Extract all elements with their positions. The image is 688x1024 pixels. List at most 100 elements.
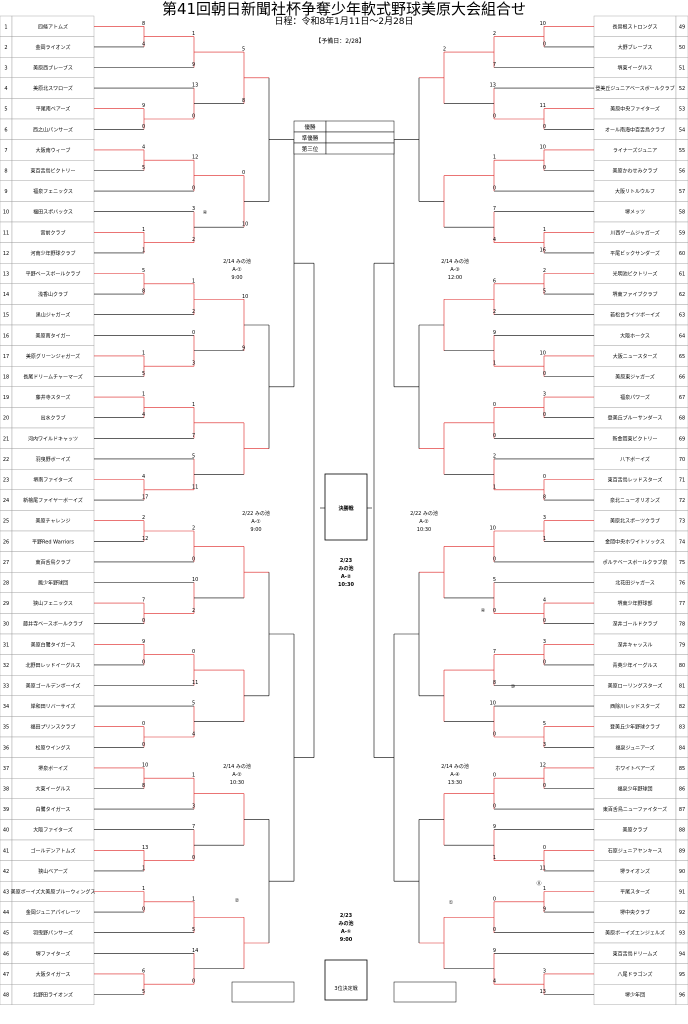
score: 0 [493, 896, 496, 902]
score: 10 [540, 144, 546, 150]
score: 1 [192, 773, 195, 779]
team-name: 岸和田リバーサイズ [31, 703, 76, 710]
team-name: 福田プリンスクラブ [31, 724, 76, 731]
team-number: 67 [679, 395, 685, 401]
team-name: 八下ボーイズ [620, 456, 650, 463]
score: 11 [192, 484, 198, 490]
rank-value-cell [325, 120, 395, 133]
team-number: 44 [3, 910, 9, 916]
team-number: 65 [679, 354, 685, 360]
score: 12 [192, 155, 198, 161]
team-name: 美原ゴールデンボーイズ [26, 683, 81, 690]
team-name: 美原南タイガー [35, 332, 70, 339]
team-name: 泉北ニューオリオンズ [610, 497, 660, 504]
team-number: 18 [3, 375, 9, 381]
team-name: 浅香山クラブ [38, 291, 68, 298]
team-number: 90 [679, 869, 685, 875]
score: 0 [543, 783, 546, 789]
score: 2 [493, 31, 496, 37]
team-number: 88 [679, 828, 685, 834]
venue-label: A-① [232, 267, 242, 273]
team-name: ゴールデンアトムズ [30, 847, 75, 854]
team-name: 美原西ブレーブス [33, 65, 73, 72]
team-number: 93 [679, 931, 685, 937]
score: 13 [192, 83, 198, 89]
team-number: 32 [3, 663, 9, 669]
score: 0 [543, 165, 546, 171]
team-number: 15 [3, 313, 9, 319]
team-name: 大阪ファイターズ [33, 827, 73, 834]
team-number: 74 [679, 539, 685, 545]
team-name: 金岡ライオンズ [36, 44, 71, 51]
team-name: 大阪南ウィーブ [36, 147, 71, 154]
team-name: 新金岡東ビクトリー [612, 435, 657, 442]
team-number: 21 [3, 436, 9, 442]
team-number: 47 [3, 972, 9, 978]
team-name: 石原ジュニアヤンキース [608, 848, 662, 854]
score: 3 [543, 515, 546, 521]
team-number: 12 [3, 251, 9, 257]
team-number: 42 [3, 869, 9, 875]
team-name: 登美丘ジュニアベースボールクラブ [595, 85, 674, 92]
team-name: 若松台ライツボーイズ [610, 312, 660, 319]
score: 10 [242, 222, 248, 228]
team-number: 72 [679, 498, 685, 504]
score: 9 [142, 639, 145, 645]
team-name: 堺東少年野球部 [617, 600, 652, 607]
team-number: 17 [3, 354, 9, 360]
team-name: 深井キャッスル [617, 641, 652, 648]
score: 10 [540, 21, 546, 27]
venue-label: 2/14 みの池 [441, 258, 469, 265]
venue-label: 9:00 [250, 527, 261, 533]
score: 1 [142, 392, 145, 398]
team-name: 登美丘少年野球クラブ [610, 724, 660, 731]
score: 0 [493, 773, 496, 779]
team-number: 46 [3, 951, 9, 957]
team-number: 92 [679, 910, 685, 916]
team-number: 48 [3, 993, 9, 999]
team-name: 大野ブレーブス [618, 44, 653, 51]
score: 9 [543, 907, 546, 913]
team-name: 平尾スターズ [620, 889, 650, 896]
team-name: 美原北スワローズ [33, 85, 73, 92]
team-name: 堺東イーグルス [617, 65, 652, 72]
team-name: 深井ゴールドクラブ [612, 621, 657, 628]
score: 1 [543, 886, 546, 892]
rank-value-cell [325, 131, 395, 144]
round-marker: ④ [203, 210, 208, 216]
score: 1 [543, 536, 546, 542]
score: 0 [493, 186, 496, 192]
team-name: 白鷺タイガース [36, 806, 71, 813]
score: 7 [192, 433, 195, 439]
team-number: 5 [4, 107, 7, 113]
score: 1 [493, 484, 496, 490]
score: 9 [493, 948, 496, 954]
team-name: 宮前クラブ [40, 229, 65, 236]
team-number: 51 [679, 66, 685, 72]
rank-label: 第三位 [302, 145, 319, 153]
score: 0 [242, 170, 245, 176]
team-number: 6 [4, 127, 7, 133]
team-number: 89 [679, 848, 685, 854]
score: 2 [493, 453, 496, 459]
rank-label: 準優勝 [302, 134, 319, 142]
team-number: 25 [3, 519, 9, 525]
score: 3 [543, 742, 546, 748]
score: 1 [142, 350, 145, 356]
score: 2 [192, 526, 195, 532]
team-number: 1 [4, 24, 7, 30]
round-marker: ① [449, 900, 454, 906]
team-name: 大阪ニュースターズ [613, 353, 658, 360]
team-number: 79 [679, 642, 685, 648]
score: 1 [142, 227, 145, 233]
team-name: 堺中央クラブ [620, 909, 650, 916]
score: 7 [142, 598, 145, 604]
team-name: 羽曳野ボーイズ [36, 456, 71, 463]
team-number: 75 [679, 560, 685, 566]
team-number: 39 [3, 807, 9, 813]
team-name: 長曽根ストロングス [612, 23, 657, 30]
venue-label: 2/14 みの池 [441, 763, 469, 770]
team-name: 平尾南ベアーズ [36, 106, 70, 113]
team-name: 青英少年イーグルス [612, 662, 657, 669]
